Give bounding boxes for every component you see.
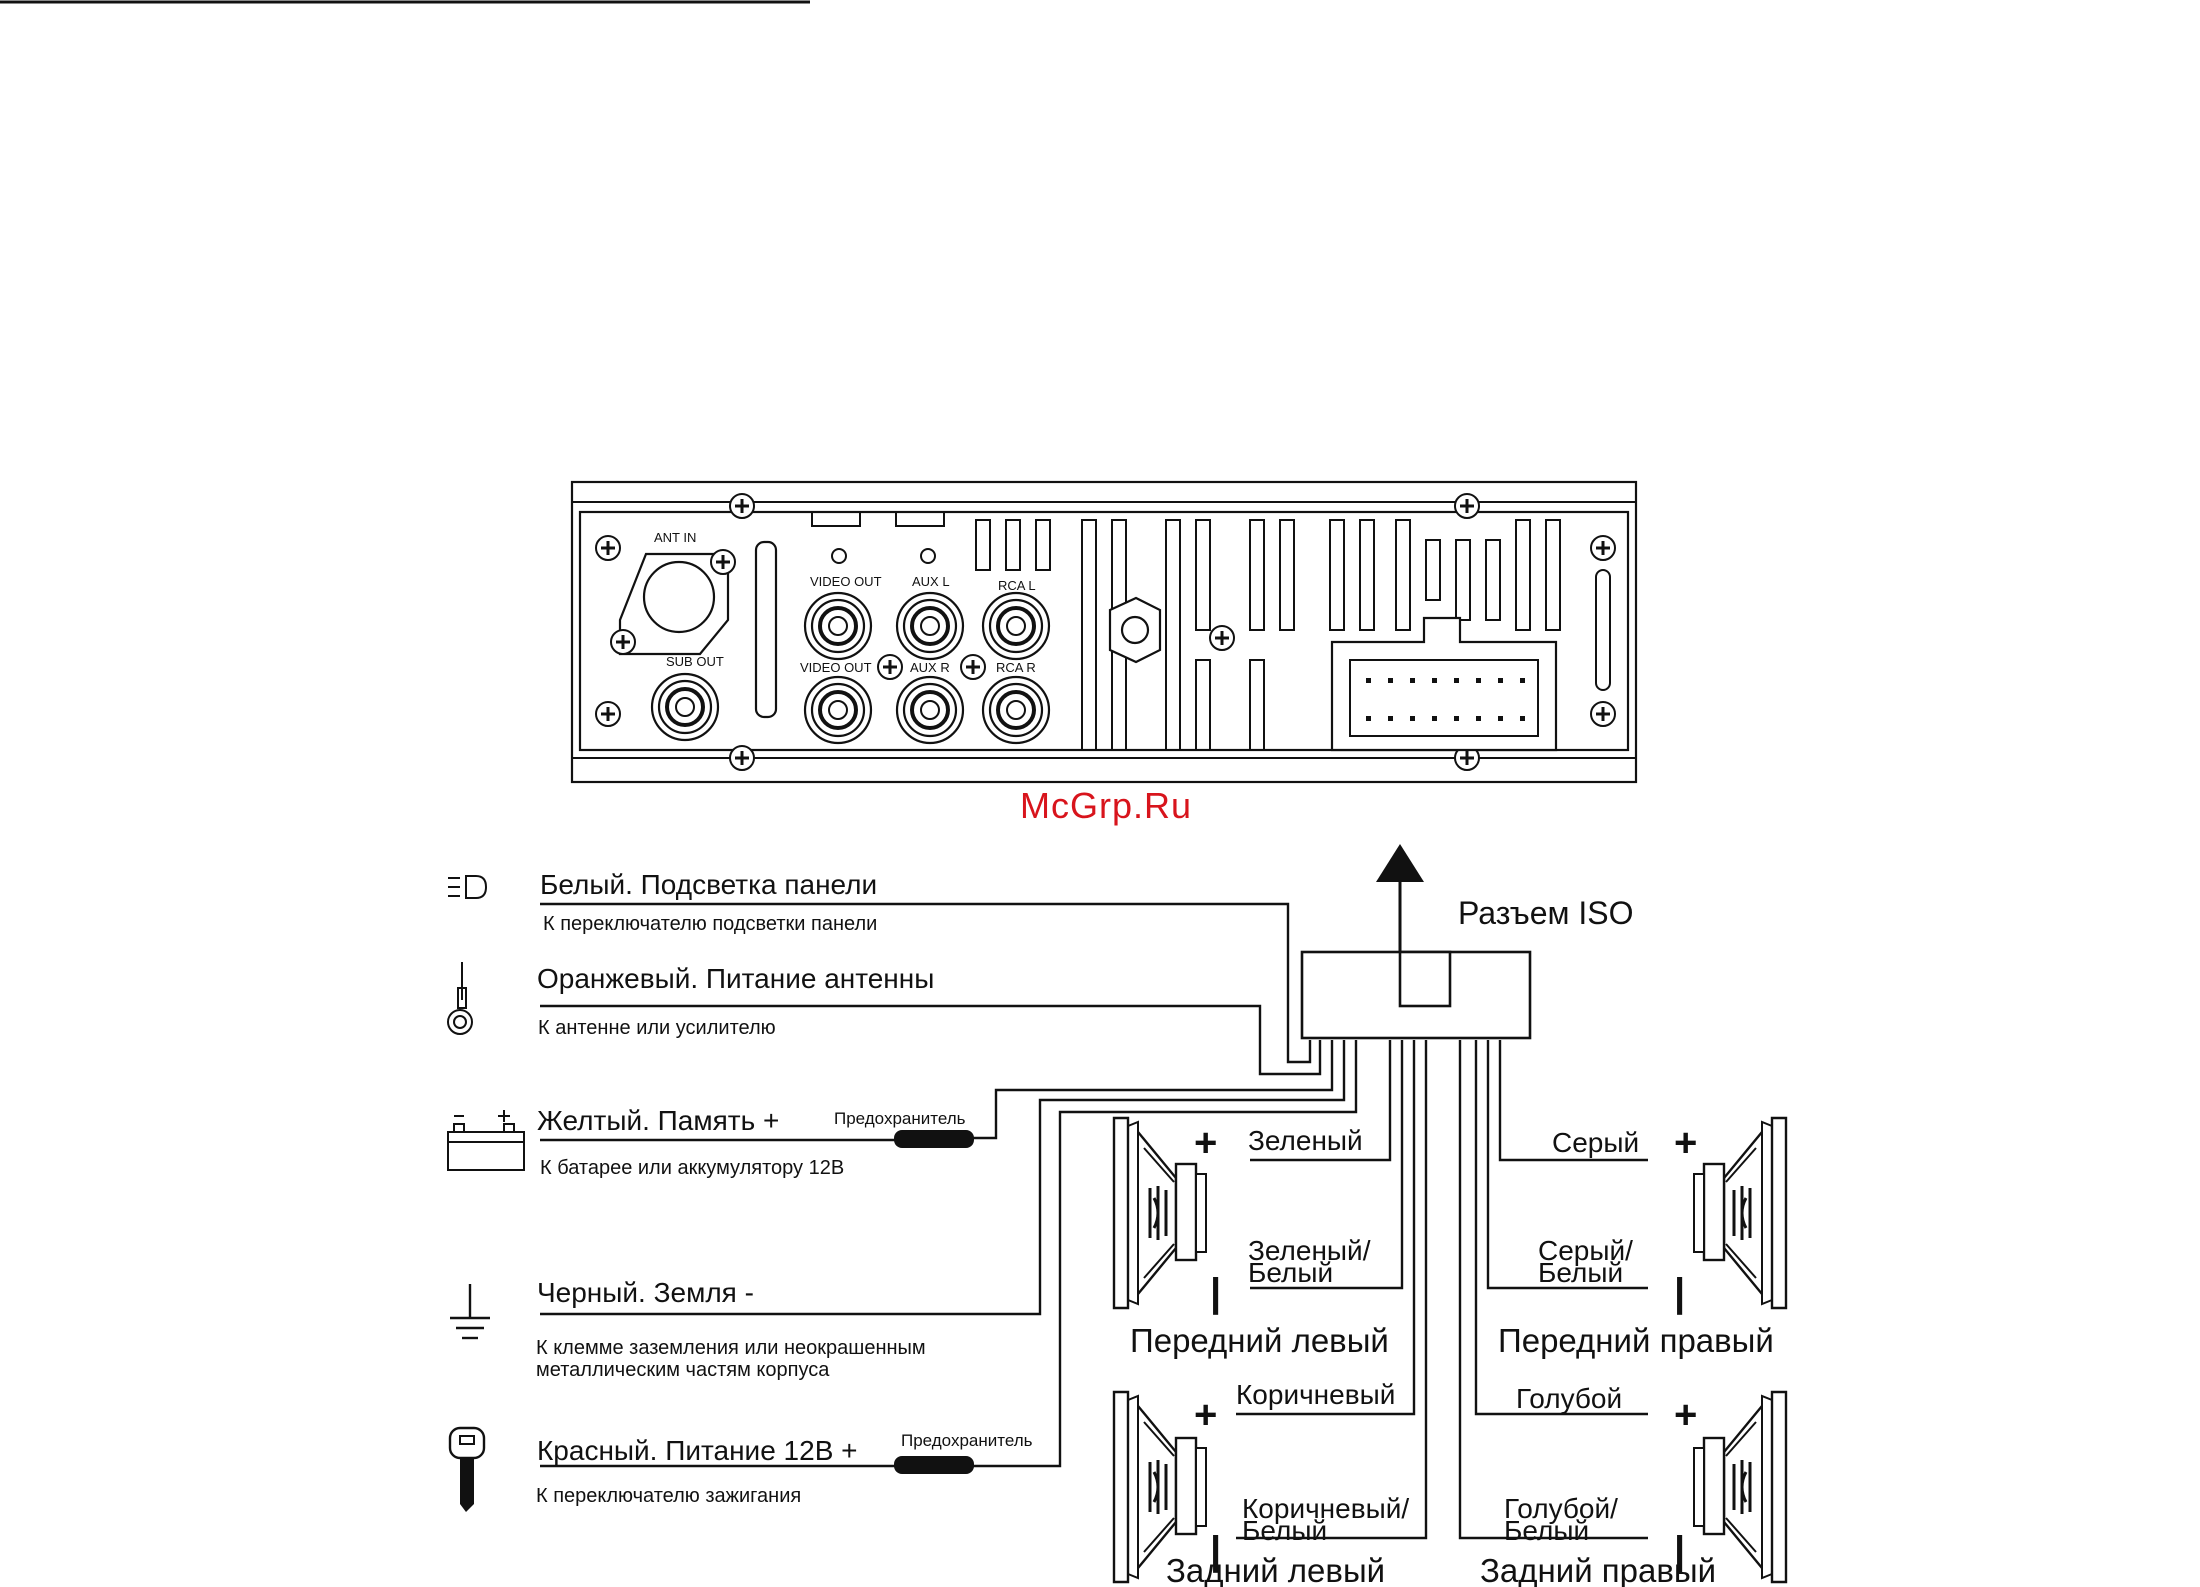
rca-l-label: RCA L [998, 578, 1036, 593]
battery-icon [447, 1110, 525, 1171]
sub-out-jack [650, 672, 720, 742]
front-right-plus-sign: + [1674, 1121, 1697, 1165]
front-left-minus-wire-1: Зеленый/ [1248, 1235, 1371, 1266]
front-left-plus-wire: Зеленый [1248, 1125, 1363, 1156]
rear-left-minus-wire-1: Коричневый/ [1242, 1493, 1409, 1524]
rca-l-jack [981, 591, 1051, 661]
wire-red-note: К переключателю зажигания [536, 1485, 801, 1507]
iso-connector [1300, 844, 1532, 1040]
speaker-rear-left: + | Коричневый Коричневый/ Белый Задний … [1112, 1379, 1409, 1587]
wire-red-label: Красный. Питание 12В + [537, 1435, 858, 1466]
aux-l-label: AUX L [912, 574, 950, 589]
wire-red-fuse: Предохранитель [901, 1431, 1033, 1450]
rear-right-minus-wire-1: Голубой/ [1504, 1493, 1618, 1524]
fuse-ignition [894, 1456, 974, 1474]
rear-left-plus-sign: + [1194, 1393, 1217, 1437]
panel-light-icon [448, 875, 488, 899]
video-out-bottom-label: VIDEO OUT [800, 660, 872, 675]
front-right-minus-wire-2: Белый [1538, 1257, 1623, 1288]
antenna-icon [447, 962, 473, 1035]
wire-white-label: Белый. Подсветка панели [540, 869, 877, 900]
rca-r-label: RCA R [996, 660, 1036, 675]
ant-in-label: ANT IN [654, 530, 696, 545]
wire-yellow-fuse: Предохранитель [834, 1109, 966, 1128]
aux-r-label: AUX R [910, 660, 950, 675]
rear-left-plus-wire: Коричневый [1236, 1379, 1395, 1410]
wire-black-label: Черный. Земля - [537, 1277, 754, 1308]
wire-orange-label: Оранжевый. Питание антенны [537, 963, 934, 994]
front-left-minus-sign: | [1210, 1271, 1221, 1315]
wire-white-note: К переключателю подсветки панели [543, 913, 877, 935]
speaker-wire-bundle [1236, 1040, 1648, 1540]
iso-connector-title: Разъем ISO [1458, 895, 1634, 931]
front-right-minus-wire-1: Серый/ [1538, 1235, 1633, 1266]
rear-left-minus-wire-2: Белый [1242, 1515, 1327, 1546]
fuse-memory [894, 1130, 974, 1148]
wire-yellow-label: Желтый. Память + [537, 1105, 779, 1136]
speaker-rear-right: + | Голубой Голубой/ Белый Задний правый [1480, 1383, 1788, 1587]
rear-left-minus-sign: | [1210, 1529, 1221, 1573]
front-left-minus-wire-2: Белый [1248, 1257, 1333, 1288]
speaker-front-left: + | Зеленый Зеленый/ Белый Передний левы… [1112, 1116, 1389, 1359]
video-out-jack-2 [803, 675, 873, 745]
wire-orange-note: К антенне или усилителю [538, 1017, 776, 1039]
rear-right-minus-wire-2: Белый [1504, 1515, 1589, 1546]
video-out-top-label: VIDEO OUT [810, 574, 882, 589]
front-right-minus-sign: | [1674, 1271, 1685, 1315]
front-right-plus-wire: Серый [1552, 1127, 1639, 1158]
rear-left-name: Задний левый [1166, 1552, 1385, 1587]
rear-right-name: Задний правый [1480, 1552, 1716, 1587]
front-right-name: Передний правый [1498, 1322, 1774, 1359]
sub-out-label: SUB OUT [666, 654, 724, 669]
wire-black-note-2: металлическим частям корпуса [536, 1359, 830, 1381]
wire-yellow-note: К батарее или аккумулятору 12В [540, 1157, 844, 1179]
aux-l-jack [895, 591, 965, 661]
ground-icon [450, 1284, 490, 1340]
rca-r-jack [981, 675, 1051, 745]
speaker-front-right: + | Серый Серый/ Белый Передний правый [1498, 1116, 1788, 1359]
rear-right-plus-wire: Голубой [1516, 1383, 1622, 1414]
ignition-key-icon [448, 1426, 486, 1512]
video-out-jack-1 [803, 591, 873, 661]
rear-right-minus-sign: | [1674, 1529, 1685, 1573]
front-left-plus-sign: + [1194, 1121, 1217, 1165]
watermark: McGrp.Ru [1020, 785, 1192, 826]
wire-black-note-1: К клемме заземления или неокрашенным [536, 1337, 926, 1359]
aux-r-jack [895, 675, 965, 745]
iso-socket [1330, 616, 1558, 752]
front-left-name: Передний левый [1130, 1322, 1389, 1359]
left-wire-bundle [540, 902, 1358, 1468]
rear-right-plus-sign: + [1674, 1393, 1697, 1437]
head-unit-rear-panel: ANT IN SUB OUT VIDEO OUT AUX L RCA L VID… [570, 480, 1638, 784]
